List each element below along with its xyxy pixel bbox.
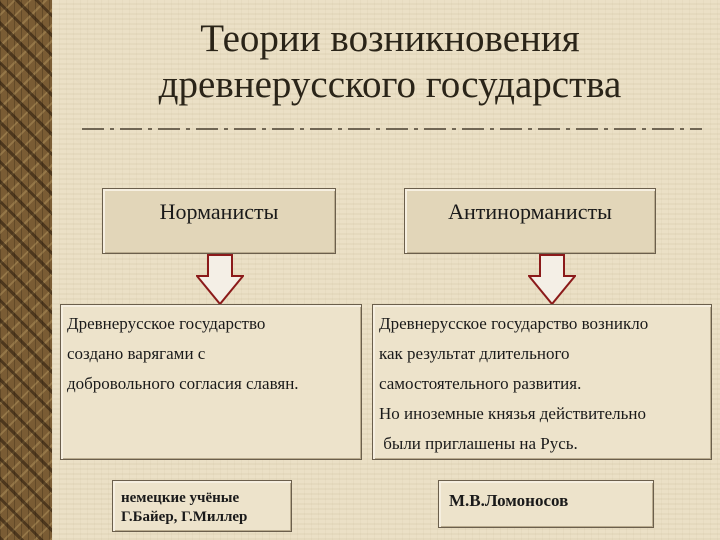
normanists-scientists-box: немецкие учёные Г.Байер, Г.Миллер xyxy=(112,480,292,532)
normanists-description-box: Древнерусское государство создано варяга… xyxy=(60,304,362,460)
normanists-heading-box: Норманисты xyxy=(102,188,336,254)
antinormanists-description-line: Древнерусское государство возникло xyxy=(379,314,649,333)
antinormanists-description-box: Древнерусское государство возникло как р… xyxy=(372,304,712,460)
normanists-description-line: Древнерусское государство xyxy=(67,314,266,333)
title-divider xyxy=(82,128,702,130)
antinormanists-description-line: самостоятельного развития. xyxy=(379,374,582,393)
title-line-1: Теории возникновения xyxy=(200,17,580,60)
antinormanists-scientists-box: М.В.Ломоносов xyxy=(438,480,654,528)
normanists-arrow-icon xyxy=(196,254,244,306)
decorative-sidebar xyxy=(0,0,52,540)
antinormanists-description-line: как результат длительного xyxy=(379,344,570,363)
normanists-description-line: создано варягами с xyxy=(67,344,206,363)
slide-title: Теории возникновения древнерусского госу… xyxy=(60,16,720,108)
antinormanists-description-line: были приглашены на Русь. xyxy=(379,434,578,453)
normanists-scientists-line: немецкие учёные xyxy=(121,490,240,506)
antinormanists-arrow-icon xyxy=(528,254,576,306)
title-line-2: древнерусского государства xyxy=(158,63,622,106)
normanists-description-line: добровольного согласия славян. xyxy=(67,374,299,393)
antinormanists-heading: Антинорманисты xyxy=(448,199,612,224)
antinormanists-scientists-line: М.В.Ломоносов xyxy=(449,491,569,510)
antinormanists-description-line: Но иноземные князья действительно xyxy=(379,404,646,423)
normanists-heading: Норманисты xyxy=(159,199,279,224)
antinormanists-heading-box: Антинорманисты xyxy=(404,188,656,254)
normanists-scientists-line: Г.Байер, Г.Миллер xyxy=(121,509,248,525)
